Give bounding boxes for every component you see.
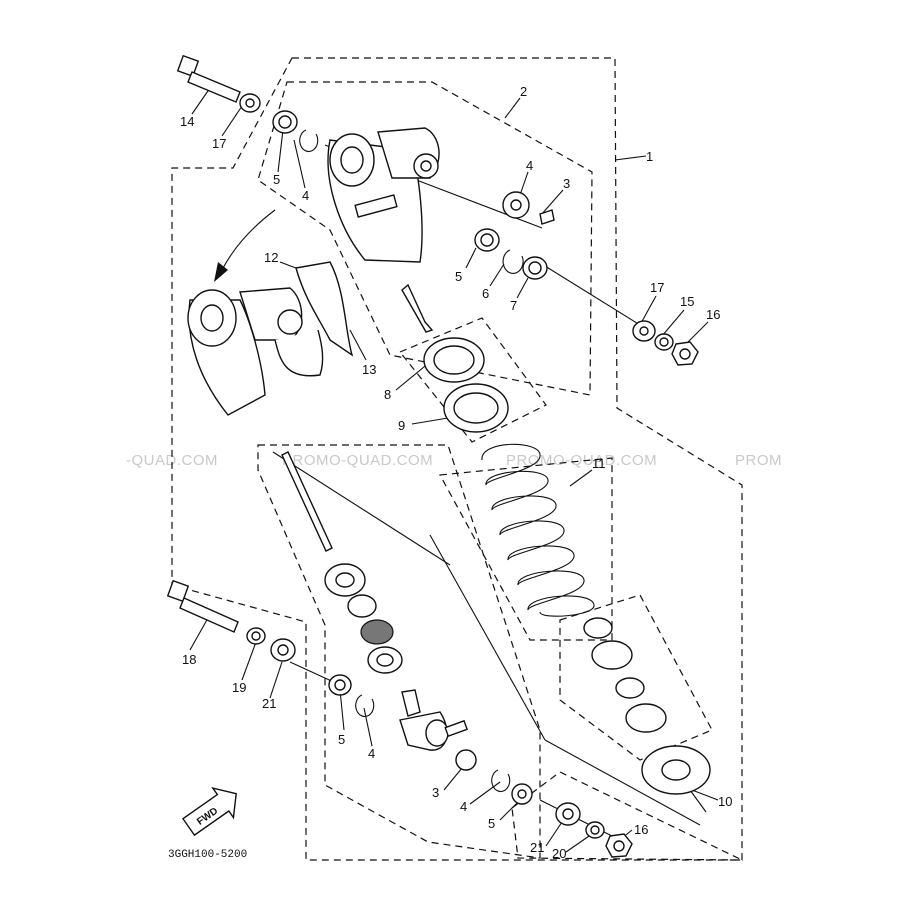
callout-19: 19 [232, 680, 246, 695]
callout-8: 8 [384, 387, 391, 402]
collar-17-upper [239, 93, 261, 113]
callout-9: 9 [398, 418, 405, 433]
bearing-5-lower-right [511, 783, 533, 805]
callout-5: 5 [455, 269, 462, 284]
adjuster-knob-4 [502, 191, 530, 219]
outline-bumper-kit [559, 594, 713, 761]
callout-2: 2 [520, 84, 527, 99]
direction-arrow [214, 209, 276, 282]
watermark-text-4: PROM [735, 452, 782, 469]
outline-assembly-1 [171, 57, 743, 861]
outline-spring-11 [439, 457, 613, 641]
callout-5: 5 [338, 732, 345, 747]
watermark-text-1: -QUAD.COM [126, 452, 218, 469]
watermark-text-2: PROMO-QUAD.COM [282, 452, 433, 469]
collar-17-right [632, 320, 656, 342]
callout-10: 10 [718, 794, 732, 809]
screw-3-upper [539, 209, 555, 225]
callout-17: 17 [212, 136, 226, 151]
screw-3-lower [455, 749, 477, 771]
collar-21-right [555, 802, 581, 826]
callout-4: 4 [526, 158, 533, 173]
callout-14: 14 [180, 114, 194, 129]
callout-13: 13 [362, 362, 376, 377]
nut-16-lower [605, 833, 633, 858]
callout-7: 7 [510, 298, 517, 313]
outline-assembly-2 [257, 81, 593, 396]
callout-18: 18 [182, 652, 196, 667]
callout-21: 21 [530, 840, 544, 855]
callout-4: 4 [460, 799, 467, 814]
leader-lines [189, 87, 719, 853]
bearing-5-upper [272, 110, 298, 134]
shock-absorber-body [327, 127, 440, 333]
lock-ring-9 [443, 383, 509, 433]
callout-17: 17 [650, 280, 664, 295]
nut-16-upper [671, 341, 699, 366]
circlip-6 [502, 249, 524, 274]
watermark-text-3: PROMO-QUAD.COM [506, 452, 657, 469]
circlip-4-upper [299, 129, 319, 153]
callout-4: 4 [302, 188, 309, 203]
washer-19 [246, 627, 266, 645]
lock-ring-8 [423, 337, 485, 383]
callout-15: 15 [680, 294, 694, 309]
callout-3: 3 [563, 176, 570, 191]
collar-21-left [270, 638, 296, 662]
callout-21: 21 [262, 696, 276, 711]
damper-rod [281, 451, 333, 552]
watermark-band: -QUAD.COM PROMO-QUAD.COM PROMO-QUAD.COM … [126, 452, 782, 469]
callout-3: 3 [432, 785, 439, 800]
inset-alternate-body [187, 261, 354, 416]
circlip-4-lower-left [355, 694, 375, 718]
bush-7 [522, 256, 548, 280]
callout-6: 6 [482, 286, 489, 301]
bolt-14 [176, 54, 241, 103]
washer-20 [585, 821, 605, 839]
callout-5: 5 [488, 816, 495, 831]
bump-stop-10 [641, 745, 711, 795]
washer-15 [654, 333, 674, 351]
spring-11 [481, 443, 595, 617]
callout-12: 12 [264, 250, 278, 265]
callout-16: 16 [706, 307, 720, 322]
lower-eye-body [399, 689, 469, 751]
callout-1: 1 [646, 149, 653, 164]
callout-16: 16 [634, 822, 648, 837]
piston-stack [324, 563, 403, 674]
callout-11: 11 [592, 456, 606, 471]
bearing-5-lower-left [328, 674, 352, 696]
outline-lower-hardware [511, 771, 743, 861]
bearing-5-mid [474, 228, 500, 252]
spring-seat-stack [583, 617, 667, 733]
drawing-code: 3GGH100-5200 [168, 849, 247, 861]
outline-damper-kit [257, 444, 541, 859]
callout-5: 5 [273, 172, 280, 187]
callout-labels: 1 2 3 4 4 5 5 6 7 8 9 10 11 12 13 14 15 … [180, 84, 732, 861]
circlip-4-lower-right [491, 769, 511, 793]
callout-4: 4 [368, 746, 375, 761]
bolt-18 [166, 579, 239, 633]
fwd-arrow-icon: FWD [181, 786, 237, 837]
callout-20: 20 [552, 846, 566, 861]
